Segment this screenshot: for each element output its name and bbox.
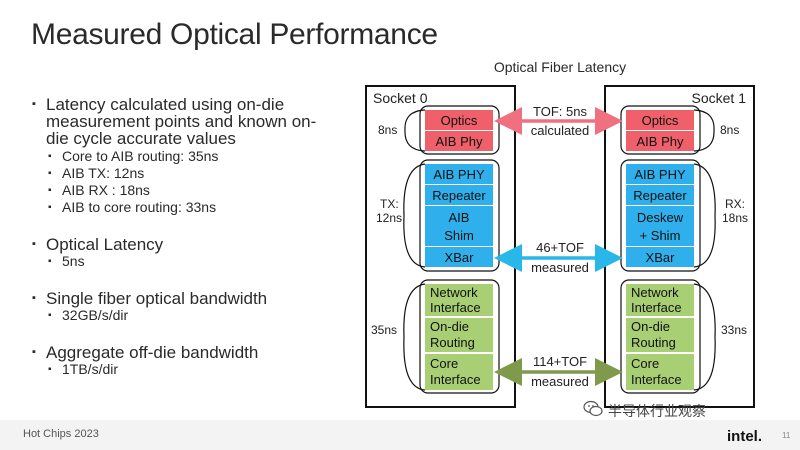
socket0-aib-shim-block (425, 206, 493, 246)
sub-bullet: 5ns (32, 253, 332, 270)
block-label: XBar (445, 250, 475, 265)
socket0-optics-block (425, 110, 493, 130)
socket0-label: Socket 0 (373, 90, 428, 106)
block-label: Deskew (637, 210, 684, 225)
block-label: Network (430, 285, 478, 300)
block-label: Optics (441, 113, 478, 128)
block-label: Core (430, 356, 458, 371)
block-label: On-die (631, 319, 670, 334)
slide-title: Measured Optical Performance (31, 18, 438, 51)
sub-bullet: AIB to core routing: 33ns (32, 199, 332, 216)
link-label-optics-2: calculated (531, 123, 590, 138)
bullet-fiber-bandwidth: Single fiber optical bandwidth (32, 290, 332, 307)
socket1-rx-latency-label: RX: (725, 197, 745, 211)
block-label: AIB Phy (637, 134, 684, 149)
block-label: Interface (430, 300, 481, 315)
socket0-network-block (425, 284, 493, 316)
socket1-rx-brace (693, 163, 716, 268)
block-label: Repeater (633, 188, 687, 203)
socket1-repeater-block (626, 185, 694, 205)
block-label: Core (631, 356, 659, 371)
socket1-rx-latency: 18ns (722, 211, 748, 225)
block-label: On-die (430, 319, 469, 334)
block-label: Interface (631, 300, 682, 315)
link-label-core-2: measured (531, 374, 589, 389)
socket0-xbar-block (425, 247, 493, 267)
socket0-optics-brace (404, 109, 426, 152)
block-label: Routing (430, 335, 475, 350)
socket0-tx-latency: 12ns (376, 211, 402, 225)
socket0-aib-phy2-block (425, 164, 493, 184)
socket1-deskew-block (626, 206, 694, 246)
link-label-xbar-2: measured (531, 260, 589, 275)
socket0-core-block (425, 354, 493, 390)
socket0-core-latency: 35ns (371, 323, 397, 337)
block-label: Routing (631, 335, 676, 350)
sub-bullet: AIB RX : 18ns (32, 182, 332, 199)
socket1-optics-latency: 8ns (720, 123, 739, 137)
block-label: Interface (430, 372, 481, 387)
block-label: AIB PHY (634, 167, 686, 182)
socket1-core-brace (693, 283, 716, 391)
socket1-xbar-block (626, 247, 694, 267)
bullet-list: Latency calculated using on-die measurem… (32, 96, 332, 378)
wechat-icon (583, 400, 603, 417)
socket0-tx-latency-label: TX: (380, 197, 399, 211)
block-label: Shim (444, 228, 474, 243)
block-label: + Shim (640, 228, 681, 243)
socket0-aib-phy-block (425, 131, 493, 151)
bullet-latency-method: Latency calculated using on-die measurem… (32, 96, 332, 147)
sub-bullet: 32GB/s/dir (32, 307, 332, 324)
sub-bullet: 1TB/s/dir (32, 361, 332, 378)
watermark-text: 半导体行业观察 (608, 403, 706, 419)
socket0-core-brace (403, 283, 426, 391)
block-label: Network (631, 285, 679, 300)
socket1-routing-block (626, 318, 694, 352)
socket1-core-latency: 33ns (721, 323, 747, 337)
socket0-optics-latency: 8ns (378, 123, 397, 137)
socket1-optics-brace (693, 109, 715, 152)
footer-conference: Hot Chips 2023 (23, 428, 99, 440)
link-label-core-1: 114+TOF (533, 354, 587, 369)
socket1-core-block (626, 354, 694, 390)
socket1-optics-block (626, 110, 694, 130)
socket1-label: Socket 1 (692, 90, 747, 106)
socket1-aib-phy-block (626, 131, 694, 151)
block-label: Interface (631, 372, 682, 387)
block-label: XBar (646, 250, 676, 265)
intel-logo: intel. (727, 428, 763, 445)
block-label: AIB Phy (436, 134, 483, 149)
link-label-optics-1: TOF: 5ns (533, 104, 587, 119)
block-label: AIB PHY (433, 167, 485, 182)
block-label: Repeater (432, 188, 486, 203)
block-label: Optics (642, 113, 679, 128)
page-number: 11 (782, 431, 791, 440)
socket1-aib-phy2-block (626, 164, 694, 184)
sub-bullet: AIB TX: 12ns (32, 165, 332, 182)
block-label: AIB (449, 210, 470, 225)
socket0-routing-block (425, 318, 493, 352)
footer-bar (0, 420, 800, 450)
socket0-tx-brace (403, 163, 426, 268)
sub-bullet: Core to AIB routing: 35ns (32, 148, 332, 165)
socket1-network-block (626, 284, 694, 316)
diagram-title: Optical Fiber Latency (494, 59, 626, 75)
link-label-xbar-1: 46+TOF (536, 240, 584, 255)
bullet-aggregate-bandwidth: Aggregate off-die bandwidth (32, 344, 332, 361)
bullet-optical-latency: Optical Latency (32, 236, 332, 253)
socket0-repeater-block (425, 185, 493, 205)
